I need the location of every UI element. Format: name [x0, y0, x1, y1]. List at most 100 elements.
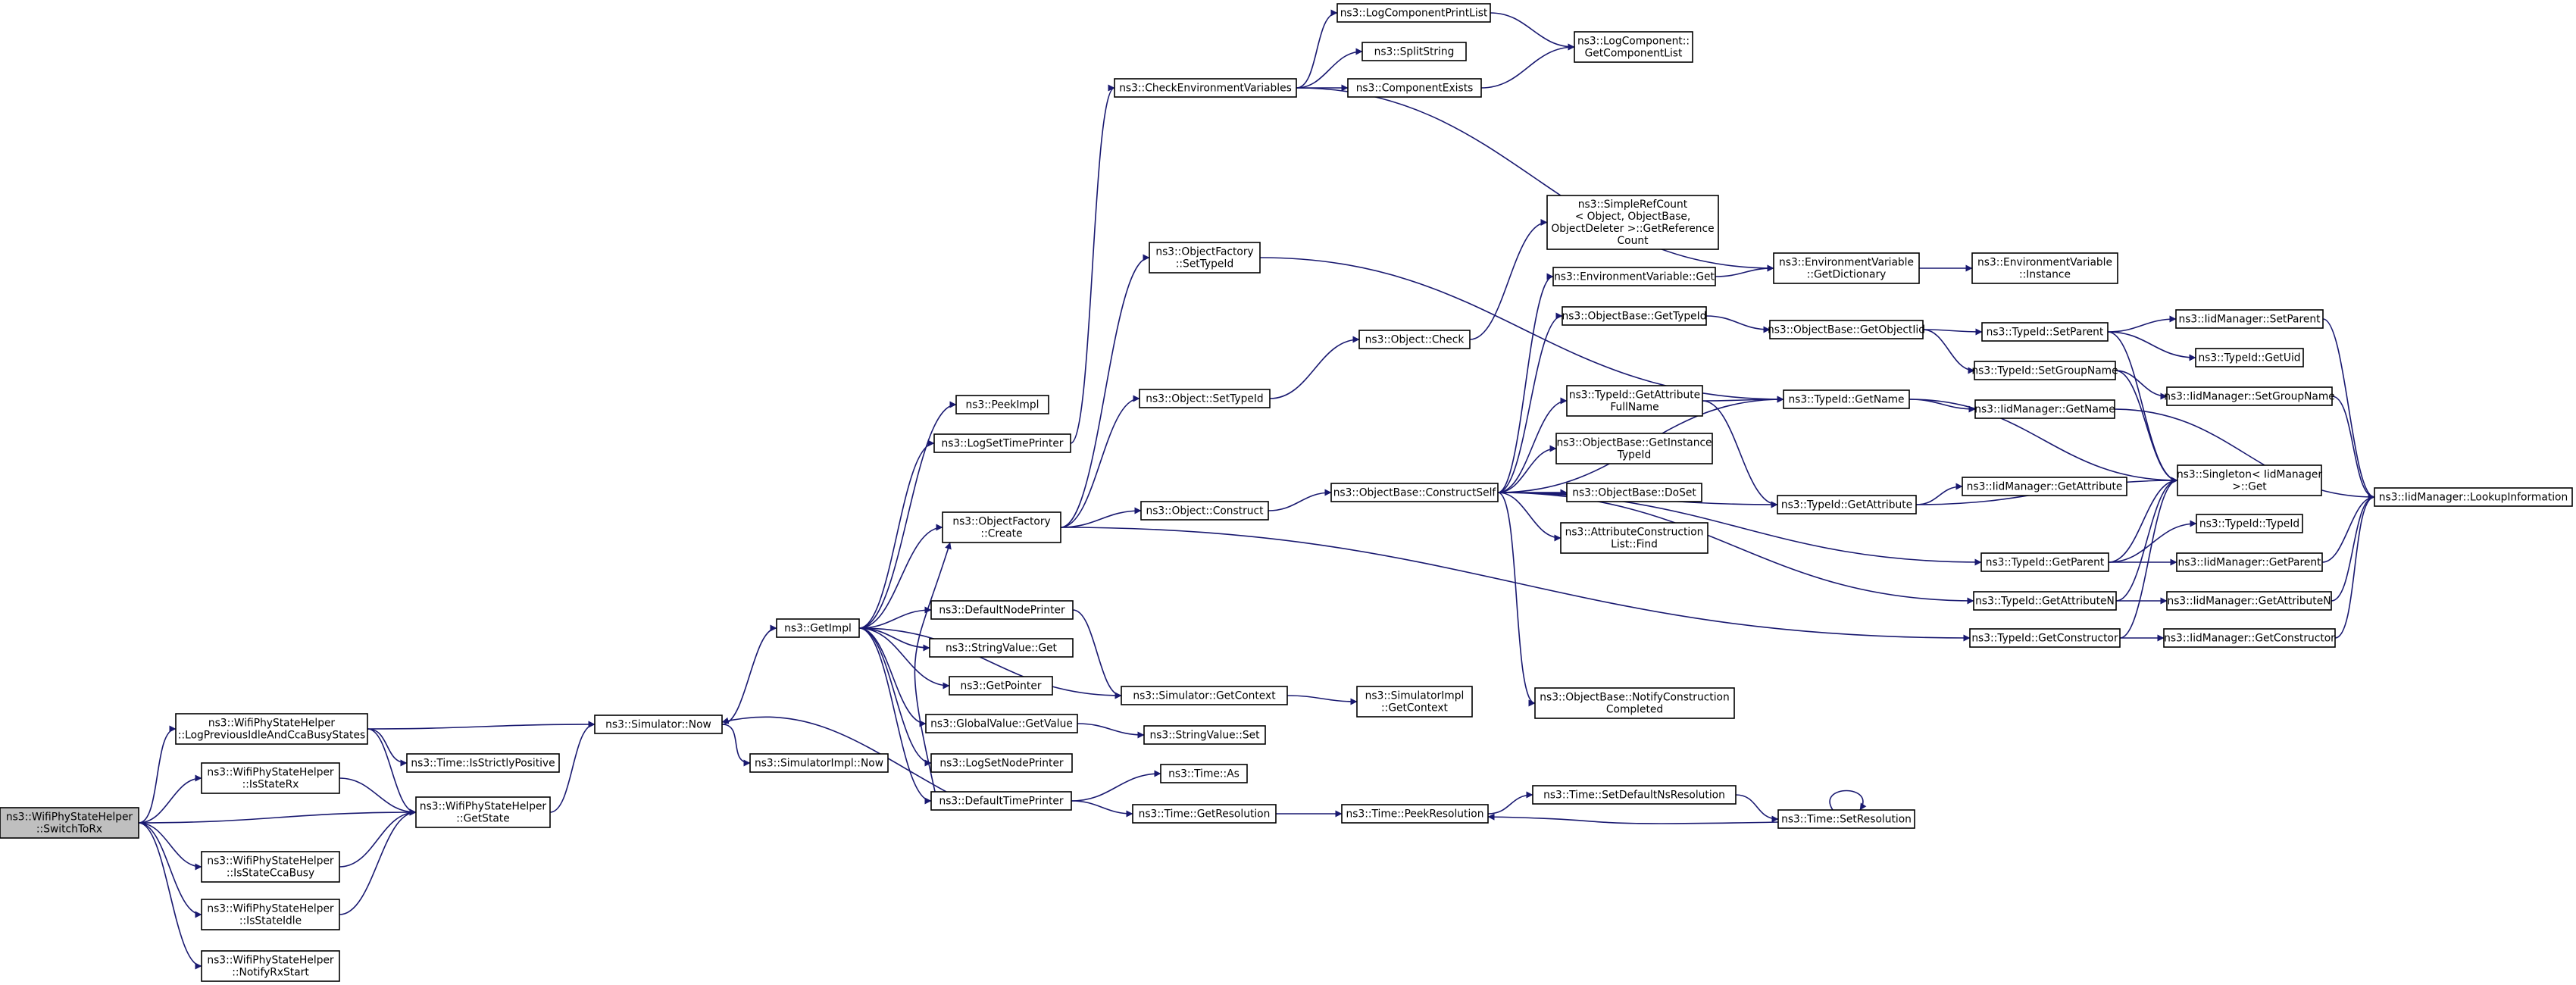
node-string-value-get[interactable]: ns3::StringValue::Get [929, 638, 1074, 658]
node-env-var-instance[interactable]: ns3::EnvironmentVariable::Instance [1971, 252, 2118, 284]
node-time-as[interactable]: ns3::Time::As [1160, 764, 1248, 783]
node-time-is-strictly-positive[interactable]: ns3::Time::IsStrictlyPositive [406, 753, 560, 773]
node-iid-manager-get-attribute[interactable]: ns3::IidManager::GetAttribute [1962, 477, 2127, 496]
node-is-state-idle[interactable]: ns3::WifiPhyStateHelper::IsStateIdle [201, 899, 340, 930]
edge-get-impl-to-global-value-get-value [858, 627, 927, 727]
node-log-prev[interactable]: ns3::WifiPhyStateHelper::LogPreviousIdle… [175, 713, 368, 745]
node-default-node-printer[interactable]: ns3::DefaultNodePrinter [930, 600, 1074, 620]
node-peek-impl[interactable]: ns3::PeekImpl [955, 395, 1049, 414]
edge-obj-base-construct-self-to-attr-construction-list-find [1497, 492, 1562, 542]
node-label: ns3::ObjectBase::GetTypeId [1562, 311, 1707, 323]
node-type-id-get-name[interactable]: ns3::TypeId::GetName [1783, 389, 1910, 409]
edge-time-set-default-ns-resolution-to-time-set-resolution [1735, 794, 1779, 823]
node-obj-base-get-object-iid[interactable]: ns3::ObjectBase::GetObjectIid [1768, 320, 1925, 339]
node-check-env-vars[interactable]: ns3::CheckEnvironmentVariables [1114, 78, 1297, 98]
node-obj-factory-create[interactable]: ns3::ObjectFactory::Create [942, 511, 1061, 543]
node-iid-manager-get-parent[interactable]: ns3::IidManager::GetParent [2176, 552, 2323, 572]
node-label: Count [1618, 235, 1649, 247]
node-time-set-resolution[interactable]: ns3::Time::SetResolution [1777, 809, 1915, 829]
node-type-id-set-parent[interactable]: ns3::TypeId::SetParent [1981, 322, 2109, 342]
node-notify-rx-start[interactable]: ns3::WifiPhyStateHelper::NotifyRxStart [201, 950, 340, 982]
node-type-id-get-uid[interactable]: ns3::TypeId::GetUid [2195, 348, 2304, 367]
node-log-component-print-list[interactable]: ns3::LogComponentPrintList [1336, 3, 1491, 23]
node-obj-factory-set-type-id[interactable]: ns3::ObjectFactory::SetTypeId [1149, 242, 1261, 274]
node-label: ns3::LogComponentPrintList [1340, 8, 1488, 20]
node-is-state-cca-busy[interactable]: ns3::WifiPhyStateHelper::IsStateCcaBusy [201, 851, 340, 883]
node-iid-manager-set-group-name[interactable]: ns3::IidManager::SetGroupName [2164, 386, 2335, 406]
edge-type-id-get-constructor-to-singleton-get [2119, 477, 2178, 639]
node-box [925, 714, 1078, 733]
node-time-set-default-ns-resolution[interactable]: ns3::Time::SetDefaultNsResolution [1532, 785, 1737, 805]
edge-type-id-get-name-to-iid-manager-get-name [1909, 399, 1976, 413]
node-box [933, 433, 1071, 453]
node-type-id-get-parent[interactable]: ns3::TypeId::GetParent [1980, 552, 2109, 572]
node-box [1143, 725, 1266, 745]
node-box [942, 511, 1061, 543]
node-env-var-get-dictionary[interactable]: ns3::EnvironmentVariable::GetDictionary [1773, 252, 1920, 284]
node-obj-base-get-type-id[interactable]: ns3::ObjectBase::GetTypeId [1562, 306, 1707, 326]
node-log-component-get-list[interactable]: ns3::LogComponent::GetComponentList [1574, 31, 1693, 63]
node-get-impl[interactable]: ns3::GetImpl [776, 618, 860, 638]
node-obj-base-construct-self[interactable]: ns3::ObjectBase::ConstructSelf [1330, 483, 1499, 502]
node-type-id-get-attribute[interactable]: ns3::TypeId::GetAttribute [1777, 495, 1917, 514]
node-global-value-get-value[interactable]: ns3::GlobalValue::GetValue [925, 714, 1078, 733]
node-time-peek-resolution[interactable]: ns3::Time::PeekResolution [1341, 804, 1489, 824]
node-obj-base-do-set[interactable]: ns3::ObjectBase::DoSet [1566, 483, 1702, 502]
node-box [1149, 242, 1261, 274]
node-type-id-type-id[interactable]: ns3::TypeId::TypeId [2196, 514, 2303, 533]
edge-type-id-set-group-name-to-singleton-get [2115, 370, 2178, 484]
edge-obj-base-construct-self-to-obj-base-get-type-id [1497, 312, 1563, 493]
node-default-time-printer[interactable]: ns3::DefaultTimePrinter [930, 791, 1072, 811]
edge-default-time-printer-to-time-get-resolution [1071, 800, 1133, 818]
node-get-pointer[interactable]: ns3::GetPointer [949, 676, 1053, 696]
node-string-value-set[interactable]: ns3::StringValue::Set [1143, 725, 1266, 745]
node-type-id-get-constructor[interactable]: ns3::TypeId::GetConstructor [1969, 628, 2121, 648]
node-simple-ref-count[interactable]: ns3::SimpleRefCount< Object, ObjectBase,… [1546, 195, 1719, 250]
node-type-id-get-attribute-n[interactable]: ns3::TypeId::GetAttributeN [1973, 591, 2117, 611]
node-iid-manager-get-attribute-n[interactable]: ns3::IidManager::GetAttributeN [2166, 591, 2332, 611]
node-component-exists[interactable]: ns3::ComponentExists [1347, 78, 1482, 98]
node-env-var-get[interactable]: ns3::EnvironmentVariable::Get [1552, 267, 1716, 286]
node-object-construct[interactable]: ns3::Object::Construct [1140, 501, 1269, 521]
node-label: ns3::ObjectBase::ConstructSelf [1333, 487, 1497, 499]
node-type-id-set-group-name[interactable]: ns3::TypeId::SetGroupName [1971, 361, 2118, 380]
node-is-state-rx[interactable]: ns3::WifiPhyStateHelper::IsStateRx [201, 762, 340, 794]
node-time-get-resolution[interactable]: ns3::Time::GetResolution [1132, 804, 1277, 824]
node-sim-get-context[interactable]: ns3::Simulator::GetContext [1121, 686, 1288, 705]
node-label: ns3::SplitString [1374, 46, 1455, 58]
node-iid-manager-get-name[interactable]: ns3::IidManager::GetName [1974, 399, 2115, 419]
node-singleton-get[interactable]: ns3::Singleton< IidManager >::Get [2177, 464, 2322, 496]
node-sim-impl-now[interactable]: ns3::SimulatorImpl::Now [749, 753, 889, 773]
node-object-check[interactable]: ns3::Object::Check [1358, 330, 1471, 349]
node-box [2195, 348, 2304, 367]
node-object-set-type-id[interactable]: ns3::Object::SetTypeId [1139, 389, 1271, 408]
node-sim-now[interactable]: ns3::Simulator::Now [594, 715, 723, 734]
node-obj-base-notify-construction-completed[interactable]: ns3::ObjectBase::NotifyConstructionCompl… [1534, 687, 1735, 719]
node-log-set-time-printer[interactable]: ns3::LogSetTimePrinter [933, 433, 1071, 453]
edge-default-time-printer-to-object-factory-create [914, 542, 952, 796]
edge-default-time-printer-to-simulator-now [721, 716, 947, 793]
node-sim-impl-get-context[interactable]: ns3::SimulatorImpl::GetContext [1356, 686, 1473, 718]
node-label: ns3::LogComponent:: [1577, 36, 1690, 48]
node-label: ns3::IidManager::GetParent [2178, 557, 2322, 569]
node-iid-manager-lookup-information[interactable]: ns3::IidManager::LookupInformation [2374, 487, 2573, 507]
node-label: ns3::ObjectFactory [1155, 246, 1253, 258]
edge-obj-base-construct-self-to-env-var-get [1497, 273, 1554, 493]
node-box [1969, 628, 2121, 648]
node-label: < Object, ObjectBase, [1575, 211, 1691, 223]
node-label: ns3::ObjectBase::DoSet [1572, 487, 1696, 499]
node-box [1777, 495, 1917, 514]
node-iid-manager-get-constructor[interactable]: ns3::IidManager::GetConstructor [2163, 628, 2336, 648]
edge-get-impl-to-peek-impl [858, 401, 957, 629]
node-split-string[interactable]: ns3::SplitString [1361, 42, 1467, 61]
node-log-set-node-printer[interactable]: ns3::LogSetNodePrinter [930, 753, 1073, 773]
node-label: ns3::TypeId::GetAttribute [1569, 389, 1700, 402]
node-label: ns3::AttributeConstruction [1565, 527, 1704, 539]
node-iid-manager-set-parent[interactable]: ns3::IidManager::SetParent [2175, 309, 2324, 329]
node-switch-to-rx[interactable]: ns3::WifiPhyStateHelper::SwitchToRx [0, 807, 139, 839]
node-get-state[interactable]: ns3::WifiPhyStateHelper::GetState [415, 796, 551, 828]
